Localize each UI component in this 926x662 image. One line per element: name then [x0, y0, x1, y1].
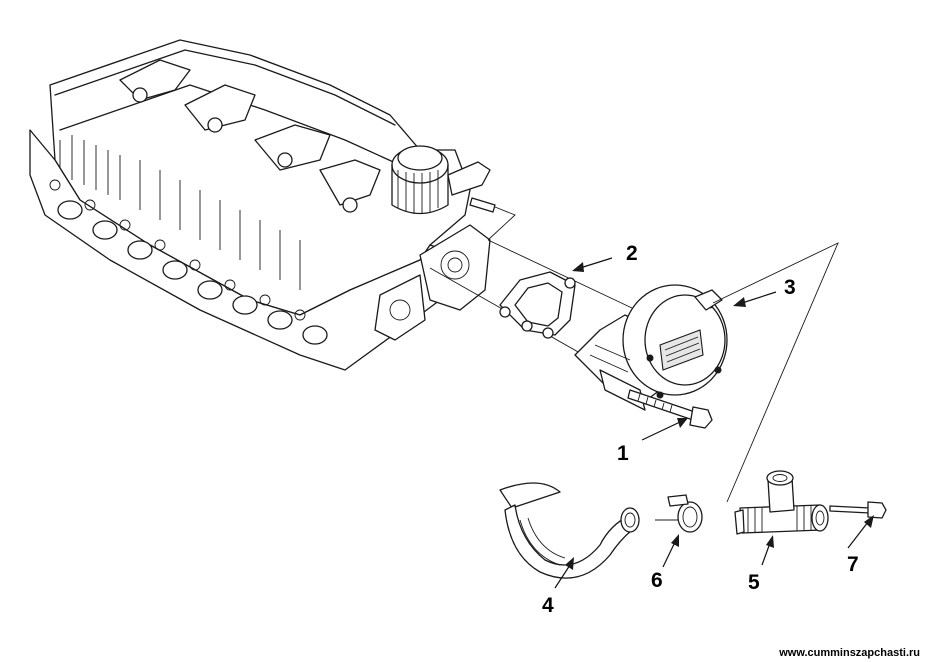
engine-cylinder-head	[29, 39, 496, 371]
watermark-url: www.cumminszapchasti.ru	[778, 647, 920, 659]
small-bolt	[829, 501, 887, 519]
callout-4: 4	[542, 594, 554, 617]
t-fitting	[734, 470, 829, 535]
bolt	[627, 389, 713, 429]
hose	[499, 482, 640, 579]
vacuum-pump	[574, 284, 728, 411]
hose-clamp	[655, 494, 703, 533]
gasket	[499, 271, 576, 339]
callout-1: 1	[617, 442, 629, 465]
assembly-guide-lines	[712, 242, 839, 503]
callout-3: 3	[784, 276, 796, 299]
callout-7: 7	[847, 553, 859, 576]
callout-2: 2	[626, 242, 638, 265]
leader-arrows	[554, 257, 874, 589]
callout-6: 6	[651, 569, 663, 592]
callout-5: 5	[748, 571, 760, 594]
